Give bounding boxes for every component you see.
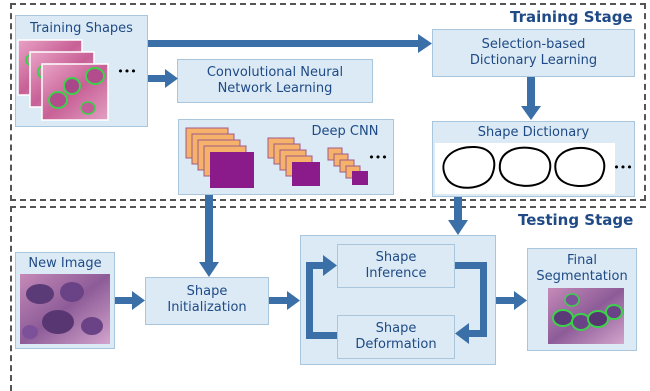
- training-stage-frame: [10, 3, 646, 201]
- loop-arrow-left: [306, 255, 337, 339]
- cnn-layer-blocks: [185, 127, 368, 188]
- shape-inference-line-1: Shape: [375, 250, 417, 265]
- arrow-to-shape-initialization: [199, 195, 219, 277]
- arrow-to-model-from-initialization: [269, 291, 300, 310]
- cnn-learning-line-1: Convolutional Neural: [206, 65, 344, 80]
- dictionary-contours: [435, 143, 615, 194]
- arrow-to-final-segmentation: [496, 291, 527, 310]
- cnn-learning-label: Convolutional Neural Network Learning: [177, 65, 373, 97]
- deep-cnn-label: Deep CNN: [311, 124, 379, 139]
- cnn-learning-box: [177, 59, 373, 103]
- arrow-to-shape-model: [448, 197, 468, 235]
- testing-stage-title: Testing Stage: [518, 211, 634, 229]
- selection-dictionary-box: [432, 29, 635, 77]
- new-image-label: New Image: [28, 256, 102, 271]
- testing-stage-frame: [10, 206, 646, 391]
- training-shapes-label: Training Shapes: [30, 21, 133, 36]
- shape-initialization-label: Shape Initialization: [145, 284, 269, 316]
- final-segmentation-label: Final Segmentation: [527, 253, 637, 285]
- cnn-learning-line-2: Network Learning: [217, 81, 333, 96]
- new-image-picture: [20, 274, 110, 344]
- shape-initialization-box: [145, 277, 269, 325]
- arrow-to-cnn-learning: [148, 69, 178, 88]
- selection-dictionary-line-1: Selection-based: [481, 37, 586, 52]
- shape-initialization-line-1: Shape: [186, 284, 228, 299]
- shape-inference-box: [337, 244, 455, 288]
- final-segmentation-picture: [548, 288, 624, 344]
- cnn-ellipsis: •••: [368, 151, 388, 164]
- shape-initialization-line-2: Initialization: [167, 300, 247, 315]
- final-segmentation-line-1: Final: [567, 253, 597, 268]
- shape-inference-line-2: Inference: [365, 266, 427, 281]
- shape-inference-label: Shape Inference: [337, 250, 455, 282]
- shape-deformation-label: Shape Deformation: [337, 321, 455, 353]
- training-ellipsis: •••: [117, 65, 137, 78]
- shape-deformation-line-2: Deformation: [355, 337, 437, 352]
- shape-dictionary-label: Shape Dictionary: [477, 125, 590, 140]
- training-stage-title: Training Stage: [510, 8, 633, 26]
- selection-dictionary-label: Selection-based Dictionary Learning: [432, 37, 635, 69]
- dictionary-ellipsis: •••: [613, 161, 633, 174]
- training-shapes-images: [17, 39, 109, 121]
- arrow-to-initialization-from-image: [115, 291, 145, 310]
- shape-deformation-box: [337, 315, 455, 359]
- loop-arrow-right: [455, 262, 487, 344]
- arrow-to-shape-dictionary: [521, 77, 541, 120]
- final-segmentation-line-2: Segmentation: [536, 269, 628, 284]
- arrow-to-dictionary-learning: [148, 34, 432, 53]
- selection-dictionary-line-2: Dictionary Learning: [469, 53, 598, 68]
- shape-deformation-line-1: Shape: [375, 321, 417, 336]
